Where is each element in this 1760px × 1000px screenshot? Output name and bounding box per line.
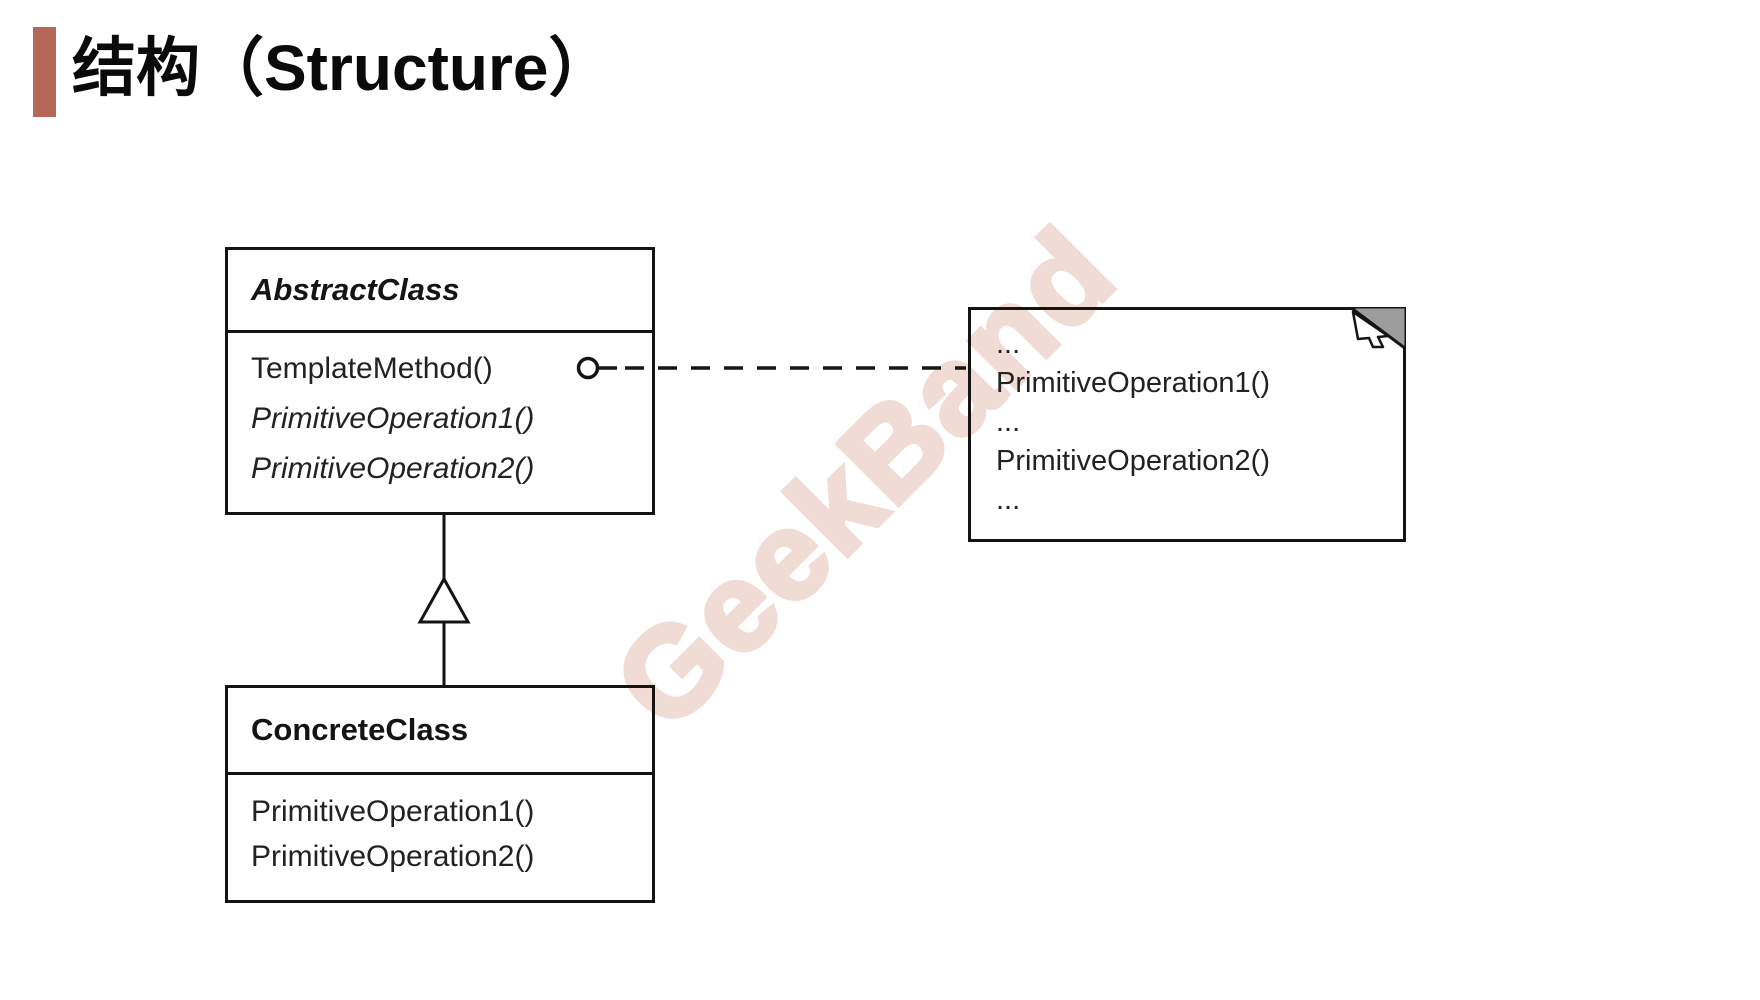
note-line-ellipsis: ... <box>996 484 1021 516</box>
uml-class-concreteclass: ConcreteClass PrimitiveOperation1() Prim… <box>225 685 655 903</box>
uml-class-abstractclass: AbstractClass TemplateMethod() Primitive… <box>225 247 655 515</box>
method-primitiveoperation1: PrimitiveOperation1() <box>251 794 535 828</box>
abstractclass-methods: TemplateMethod() PrimitiveOperation1() P… <box>228 333 652 494</box>
note-line-primitiveoperation2: PrimitiveOperation2() <box>996 445 1270 477</box>
page-title: 结构（Structure） <box>72 32 613 104</box>
method-primitiveoperation1: PrimitiveOperation1() <box>251 402 535 435</box>
note-line-ellipsis: ... <box>996 328 1021 360</box>
title-accent-bar <box>33 27 56 117</box>
note-body: ... PrimitiveOperation1() ... PrimitiveO… <box>971 310 1403 520</box>
note-line-primitiveoperation1: PrimitiveOperation1() <box>996 367 1270 399</box>
concreteclass-name: ConcreteClass <box>228 688 652 775</box>
note-line-ellipsis: ... <box>996 406 1021 438</box>
uml-note: ... PrimitiveOperation1() ... PrimitiveO… <box>968 307 1406 542</box>
method-primitiveoperation2: PrimitiveOperation2() <box>251 839 535 873</box>
inheritance-triangle-icon <box>417 575 471 624</box>
method-templatemethod: TemplateMethod() <box>251 352 493 385</box>
method-primitiveoperation2: PrimitiveOperation2() <box>251 452 535 485</box>
note-fold-icon <box>1350 307 1406 349</box>
abstractclass-name: AbstractClass <box>228 250 652 333</box>
concreteclass-methods: PrimitiveOperation1() PrimitiveOperation… <box>228 775 652 879</box>
